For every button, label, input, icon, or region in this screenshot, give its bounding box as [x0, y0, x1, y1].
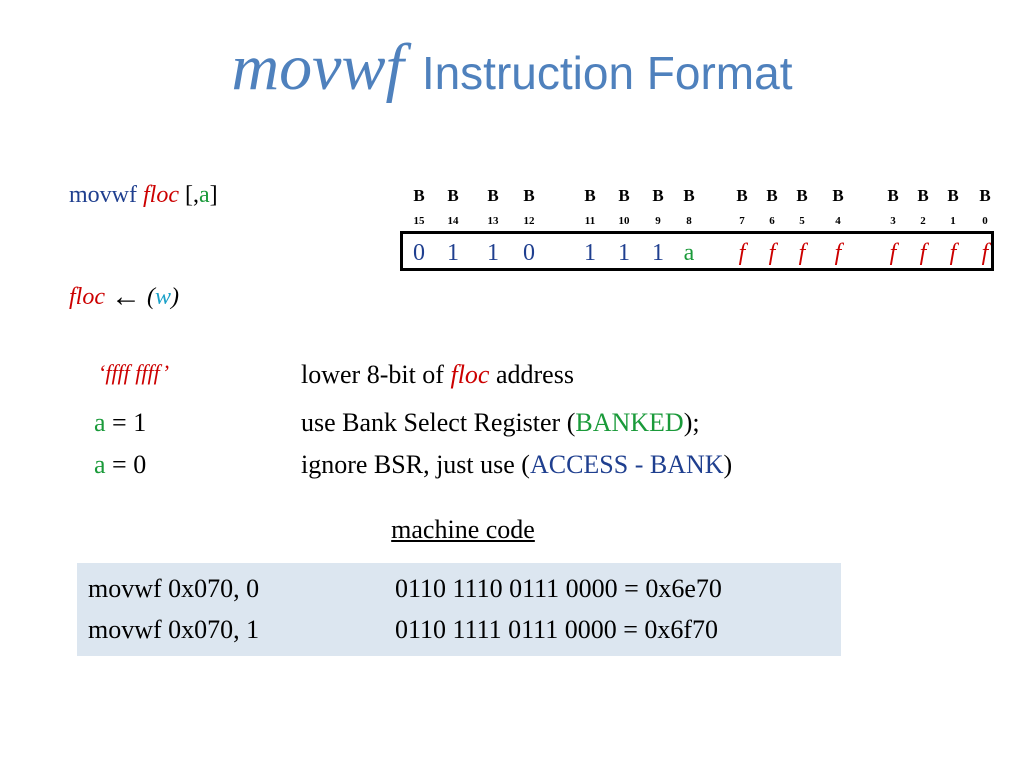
bit-header: B	[832, 186, 844, 205]
mc-code-0: 0110 1110 0111 0000 = 0x6e70	[395, 574, 722, 603]
bit-number: 10	[618, 215, 630, 227]
bit-value: f	[798, 240, 806, 266]
syntax-line: movwf floc [,a]	[69, 182, 218, 209]
slide-title: movwf Instruction Format	[0, 30, 1024, 106]
effect-src: w	[155, 284, 172, 310]
a1-var: a	[94, 408, 106, 437]
bit-value: f	[768, 240, 776, 266]
bit-value: f	[949, 240, 957, 266]
bit-value: 0	[523, 240, 535, 266]
bit-number: 12	[523, 215, 535, 227]
syntax-opt: a	[199, 182, 210, 208]
bit-value: 1	[447, 240, 459, 266]
ffff-desc-floc: floc	[450, 360, 490, 389]
bit-header: B	[487, 186, 499, 205]
a1-post: );	[683, 408, 700, 437]
a0-keyword: ACCESS - BANK	[529, 450, 724, 479]
bit-number: 4	[835, 215, 841, 227]
bit-field-box	[400, 231, 994, 271]
syntax-operand: floc	[143, 182, 179, 208]
a1-description: use Bank Select Register (BANKED);	[301, 408, 700, 438]
a1-condition: a = 1	[94, 408, 146, 438]
bit-header: B	[584, 186, 596, 205]
bit-number: 15	[413, 215, 425, 227]
arrow-icon: ←	[111, 280, 141, 313]
bit-header: B	[413, 186, 425, 205]
a0-description: ignore BSR, just use (ACCESS - BANK)	[301, 450, 732, 480]
bit-header: B	[736, 186, 748, 205]
bit-value: f	[919, 240, 927, 266]
syntax-close: ]	[209, 182, 218, 208]
bit-number: 3	[890, 215, 896, 227]
title-rest: Instruction Format	[421, 47, 793, 99]
a1-pre: use Bank Select Register (	[301, 408, 576, 437]
bit-header: B	[947, 186, 959, 205]
mc-instr-1: movwf 0x070, 1	[88, 615, 260, 644]
ffff-description: lower 8-bit of floc address	[301, 360, 574, 390]
bit-value: f	[738, 240, 746, 266]
bit-value: 1	[652, 240, 664, 266]
bit-value: 1	[618, 240, 630, 266]
bit-header: B	[887, 186, 899, 205]
bit-number: 5	[799, 215, 805, 227]
a0-condition: a = 0	[94, 450, 146, 480]
a0-eq: = 0	[112, 450, 147, 479]
syntax-open: [,	[185, 182, 199, 208]
bit-value: f	[834, 240, 842, 266]
machine-code-heading: machine code	[391, 515, 535, 544]
bit-number: 1	[950, 215, 956, 227]
bit-value: 1	[487, 240, 499, 266]
bit-value: f	[889, 240, 897, 266]
bit-number: 6	[769, 215, 775, 227]
ffff-label-text: ‘ffff ffff’	[98, 360, 170, 385]
bit-header: B	[979, 186, 991, 205]
bit-value: 0	[413, 240, 425, 266]
bit-header: B	[523, 186, 535, 205]
bit-header: B	[766, 186, 778, 205]
a1-keyword: BANKED	[575, 408, 684, 437]
a0-post: )	[723, 450, 733, 479]
ffff-desc-post: address	[495, 360, 574, 389]
bit-header: B	[683, 186, 695, 205]
title-italic: movwf	[231, 31, 404, 104]
bit-number: 13	[487, 215, 499, 227]
a0-pre: ignore BSR, just use (	[301, 450, 530, 479]
effect-paren-close: )	[171, 284, 180, 310]
bit-header: B	[447, 186, 459, 205]
bit-header: B	[652, 186, 664, 205]
bit-header: B	[917, 186, 929, 205]
bit-number: 14	[447, 215, 459, 227]
bit-number: 9	[655, 215, 661, 227]
bit-header: B	[796, 186, 808, 205]
effect-line: floc ← (w)	[69, 280, 179, 314]
a0-var: a	[94, 450, 106, 479]
effect-paren-open: (	[147, 284, 155, 310]
bit-value: a	[683, 240, 695, 266]
mc-instr-0: movwf 0x070, 0	[88, 574, 260, 603]
bit-value: 1	[584, 240, 596, 266]
mc-code-1: 0110 1111 0111 0000 = 0x6f70	[395, 615, 719, 644]
ffff-desc-pre: lower 8-bit of	[301, 360, 444, 389]
syntax-mnemonic: movwf	[69, 182, 137, 208]
machine-code-box: movwf 0x070, 0 0110 1110 0111 0000 = 0x6…	[77, 563, 841, 656]
bit-number: 2	[920, 215, 926, 227]
bit-number: 7	[739, 215, 745, 227]
bit-number: 11	[584, 215, 596, 227]
bit-value: f	[981, 240, 989, 266]
a1-eq: = 1	[112, 408, 147, 437]
ffff-label: ‘ffff ffff’	[98, 360, 169, 386]
bit-header: B	[618, 186, 630, 205]
bit-number: 8	[686, 215, 692, 227]
effect-dest: floc	[69, 284, 105, 310]
bit-number: 0	[982, 215, 988, 227]
